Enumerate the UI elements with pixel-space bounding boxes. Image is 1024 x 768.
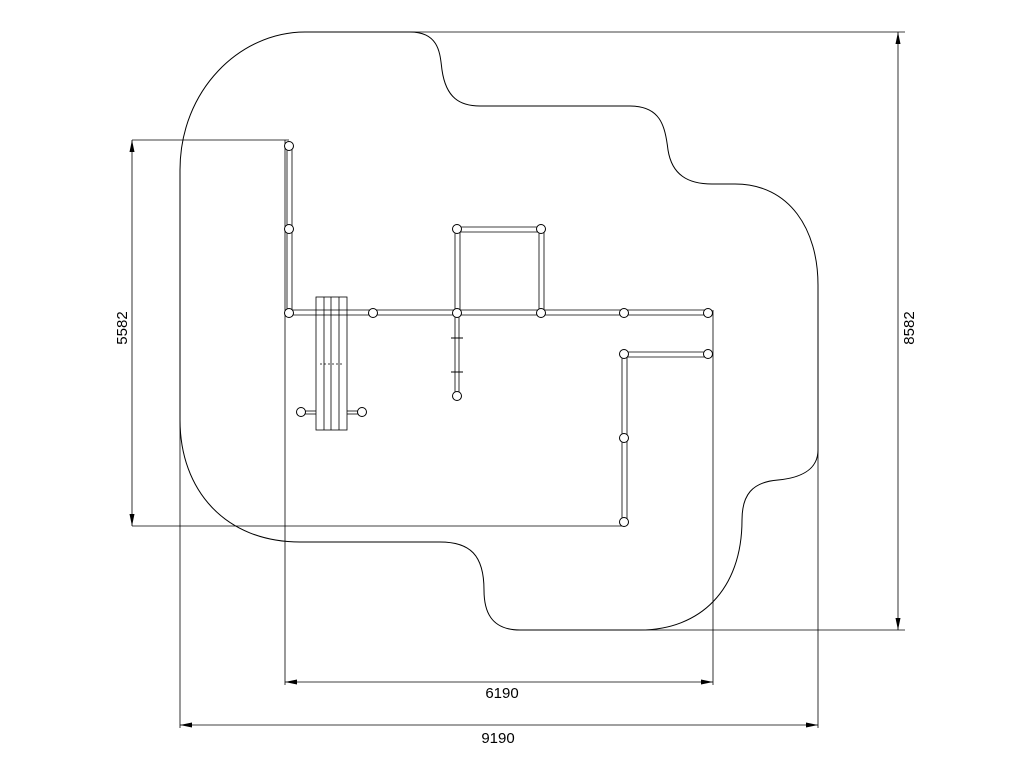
post <box>703 349 713 359</box>
dimension-overall-width <box>180 722 818 728</box>
post <box>703 308 713 318</box>
post <box>452 391 462 401</box>
overall-width-label: 9190 <box>481 730 514 747</box>
dimension-equipment-height <box>129 140 135 526</box>
post <box>452 224 462 234</box>
post <box>619 308 629 318</box>
dimension-equipment-width <box>285 679 713 685</box>
post <box>619 433 629 443</box>
post <box>284 308 294 318</box>
equipment-structure <box>286 146 708 522</box>
post <box>357 407 367 417</box>
post <box>452 308 462 318</box>
post <box>296 407 306 417</box>
overall-height-label: 8582 <box>901 311 918 344</box>
post <box>536 308 546 318</box>
equipment-width-label: 6190 <box>485 685 518 702</box>
equipment-height-label: 5582 <box>114 311 131 344</box>
ladder-element <box>301 296 362 431</box>
post <box>368 308 378 318</box>
post <box>284 224 294 234</box>
post <box>284 141 294 151</box>
dimension-overall-height <box>895 32 901 630</box>
safety-zone-outline <box>179 31 819 631</box>
post <box>619 349 629 359</box>
post <box>536 224 546 234</box>
posts <box>284 141 713 527</box>
post <box>619 517 629 527</box>
